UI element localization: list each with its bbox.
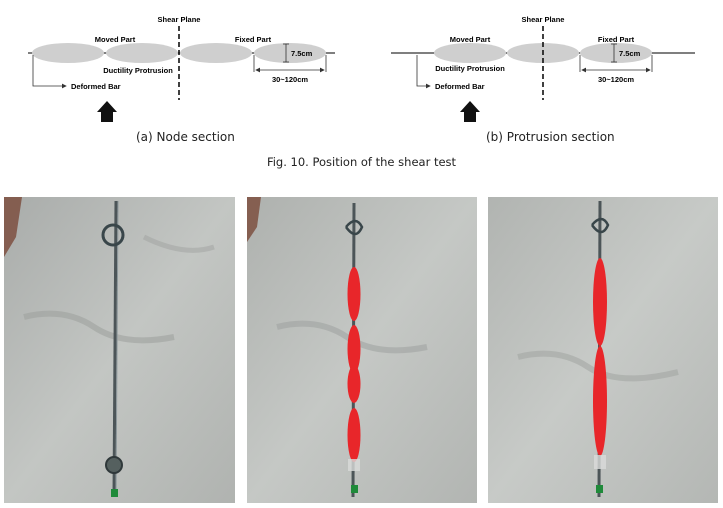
fixed-part-label: Fixed Part <box>598 35 635 44</box>
ellipse-protrusion <box>32 43 104 63</box>
shear-plane-label: Shear Plane <box>158 15 201 24</box>
ellipse-protrusion <box>580 43 652 63</box>
shear-test-diagram: Shear Plane Moved Part Fixed Part Ductil… <box>0 0 723 175</box>
ellipse-protrusion <box>106 43 178 63</box>
panel-b-caption: (b) Protrusion section <box>486 130 615 144</box>
panel-b-diagram: Shear Plane Moved Part Fixed Part Ductil… <box>391 15 695 122</box>
panel-a-diagram: Shear Plane Moved Part Fixed Part Ductil… <box>28 15 335 122</box>
red-protrusion <box>348 408 361 462</box>
shear-plane-label: Shear Plane <box>522 15 565 24</box>
ellipse-protrusion <box>254 43 326 63</box>
photo-node-section <box>247 197 477 503</box>
figure-caption: Fig. 10. Position of the shear test <box>0 155 723 169</box>
deformed-bar-label: Deformed Bar <box>71 82 121 91</box>
photo-bare-bar <box>4 197 235 503</box>
panel-a-caption: (a) Node section <box>136 130 235 144</box>
ductility-protrusion-label: Ductility Protrusion <box>435 64 505 73</box>
ellipse-protrusion <box>180 43 252 63</box>
height-label: 7.5cm <box>619 49 641 58</box>
length-label: 30~120cm <box>272 75 308 84</box>
load-arrow-icon <box>97 101 117 122</box>
ductility-protrusion-label: Ductility Protrusion <box>103 66 173 75</box>
red-protrusion <box>593 346 607 456</box>
fixed-part-label: Fixed Part <box>235 35 272 44</box>
red-protrusion <box>593 258 607 346</box>
moved-part-label: Moved Part <box>95 35 136 44</box>
length-label: 30~120cm <box>598 75 634 84</box>
deformed-bar-label: Deformed Bar <box>435 82 485 91</box>
load-arrow-icon <box>460 101 480 122</box>
red-protrusion <box>348 365 361 403</box>
photo-protrusion-section <box>488 197 718 503</box>
red-protrusion <box>348 267 361 321</box>
moved-part-label: Moved Part <box>450 35 491 44</box>
ellipse-protrusion <box>434 43 506 63</box>
deformed-bar-leader <box>417 55 430 86</box>
height-label: 7.5cm <box>291 49 313 58</box>
